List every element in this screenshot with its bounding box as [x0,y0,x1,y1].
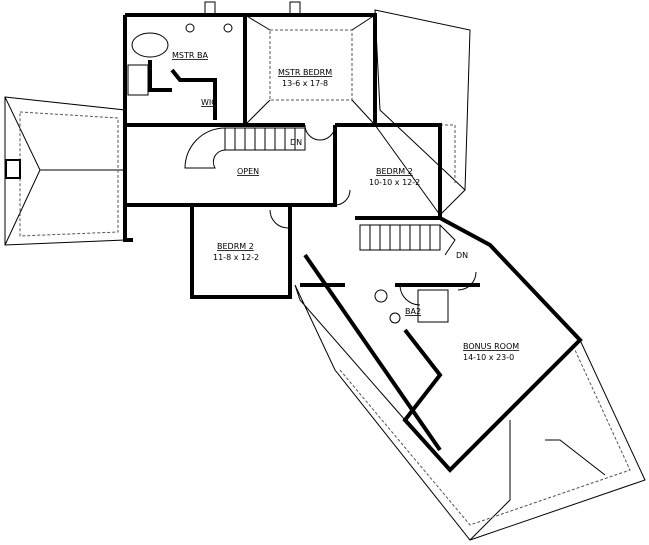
room-size-bedrm2-right: 10-10 x 12-2 [369,178,420,187]
tub [131,32,169,58]
doors [269,124,477,306]
room-size-bedrm2-left: 11-8 x 12-2 [213,253,259,262]
roof-lower [294,284,646,541]
shower [127,64,149,96]
room-size-bonus-room: 14-10 x 23-0 [463,353,514,362]
stair-dn-label-lower: DN [456,251,468,260]
room-label-ba2: BA2 [405,307,421,316]
ba2-tub [417,289,449,323]
room-label-bedrm2-left: BEDRM 2 [217,242,254,251]
sink [185,23,195,33]
stair-lower [359,224,456,256]
stair-upper [184,127,306,169]
sink [223,23,233,33]
sink [374,289,388,303]
room-label-mstr-bedrm: MSTR BEDRM [278,68,332,77]
stair-dn-label: DN [290,138,302,147]
sink [389,312,401,324]
room-size-mstr-bedrm: 13-6 x 17-8 [282,79,328,88]
room-label-open: OPEN [237,167,259,176]
tray-ceiling [244,14,376,126]
room-label-wic: WIC [201,98,217,107]
room-label-mstr-ba: MSTR BA [172,51,208,60]
room-label-bedrm2-right: BEDRM 2 [376,167,413,176]
walls [123,13,583,473]
room-label-bonus-room: BONUS ROOM [463,342,519,351]
roof-left [4,96,126,246]
